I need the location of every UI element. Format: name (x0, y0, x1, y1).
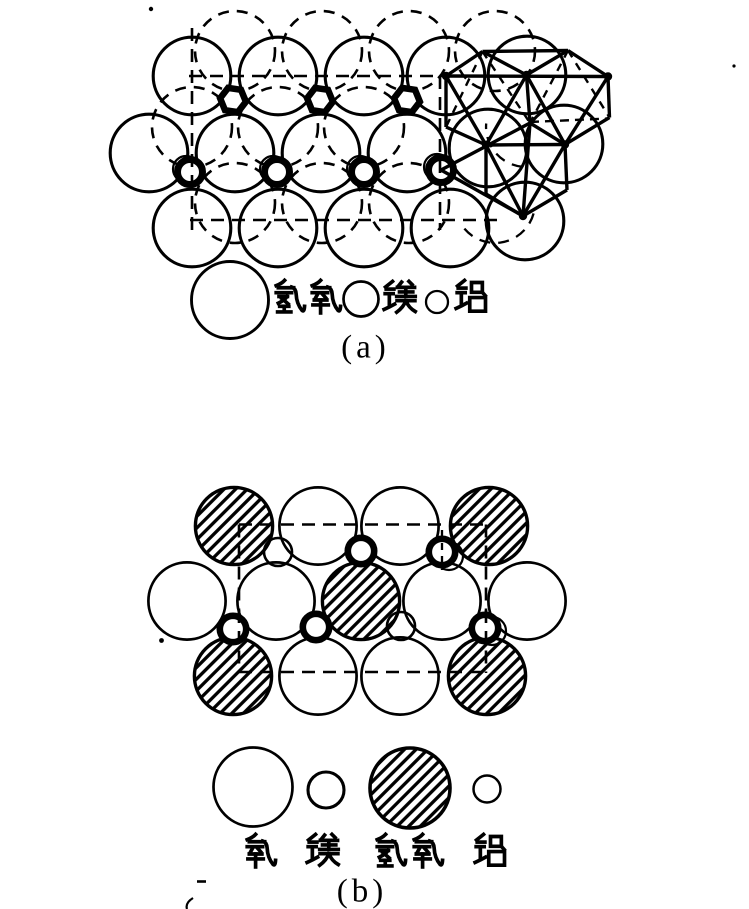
svg-text:(b): (b) (337, 874, 387, 909)
svg-text:(a): (a) (341, 330, 390, 366)
